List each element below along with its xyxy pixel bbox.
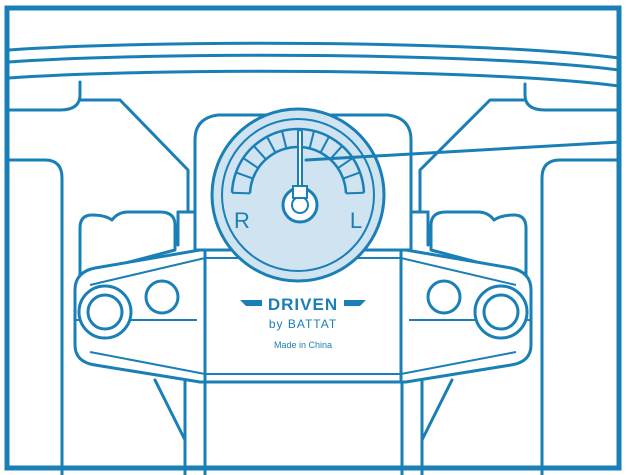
left-horn-button xyxy=(77,284,133,340)
gauge-scale-tick xyxy=(242,157,259,169)
right-console xyxy=(418,82,621,475)
gauge-scale-tick xyxy=(266,136,277,154)
gauge-scale-tick xyxy=(235,171,254,180)
gauge-scale-tick xyxy=(319,136,330,154)
gauge-scale-tick xyxy=(337,157,354,169)
gauge-scale-outer-arc xyxy=(234,127,362,173)
steering-gauge: R L xyxy=(210,107,386,283)
gauge-scale-end-arc xyxy=(358,171,366,193)
gauge-scale-end-arc xyxy=(341,178,348,194)
gauge-scale-end-right xyxy=(345,191,364,195)
brand-badge: DRIVEN by BATTAT Made in China xyxy=(240,295,366,350)
brand-name: DRIVEN xyxy=(268,295,338,314)
brand-wing-left xyxy=(240,300,262,306)
gauge-scale-tick xyxy=(253,145,267,160)
callout-leader-line xyxy=(304,140,622,162)
left-small-button xyxy=(144,279,180,315)
made-in-label: Made in China xyxy=(274,340,332,350)
gauge-label-left: R xyxy=(234,208,250,233)
gauge-scale-end-arc xyxy=(230,171,238,193)
outer-frame xyxy=(4,5,622,471)
right-horn-button xyxy=(473,284,529,340)
gauge-label-right: L xyxy=(350,208,362,233)
steering-column xyxy=(153,378,454,475)
right-small-button xyxy=(426,279,462,315)
gauge-scale-tick xyxy=(342,171,361,180)
dashboard-top-bands xyxy=(7,41,621,88)
left-console xyxy=(7,80,190,475)
brand-byline: by BATTAT xyxy=(269,317,337,331)
gauge-scale-tick xyxy=(308,130,315,149)
brand-wing-right xyxy=(344,300,366,306)
spoke-arms xyxy=(78,210,528,277)
gauge-scale-tick xyxy=(281,130,288,149)
gauge-scale-end-left xyxy=(232,191,251,195)
gauge-inner-ring xyxy=(221,118,375,272)
gauge-scale-end-arc xyxy=(248,178,255,194)
